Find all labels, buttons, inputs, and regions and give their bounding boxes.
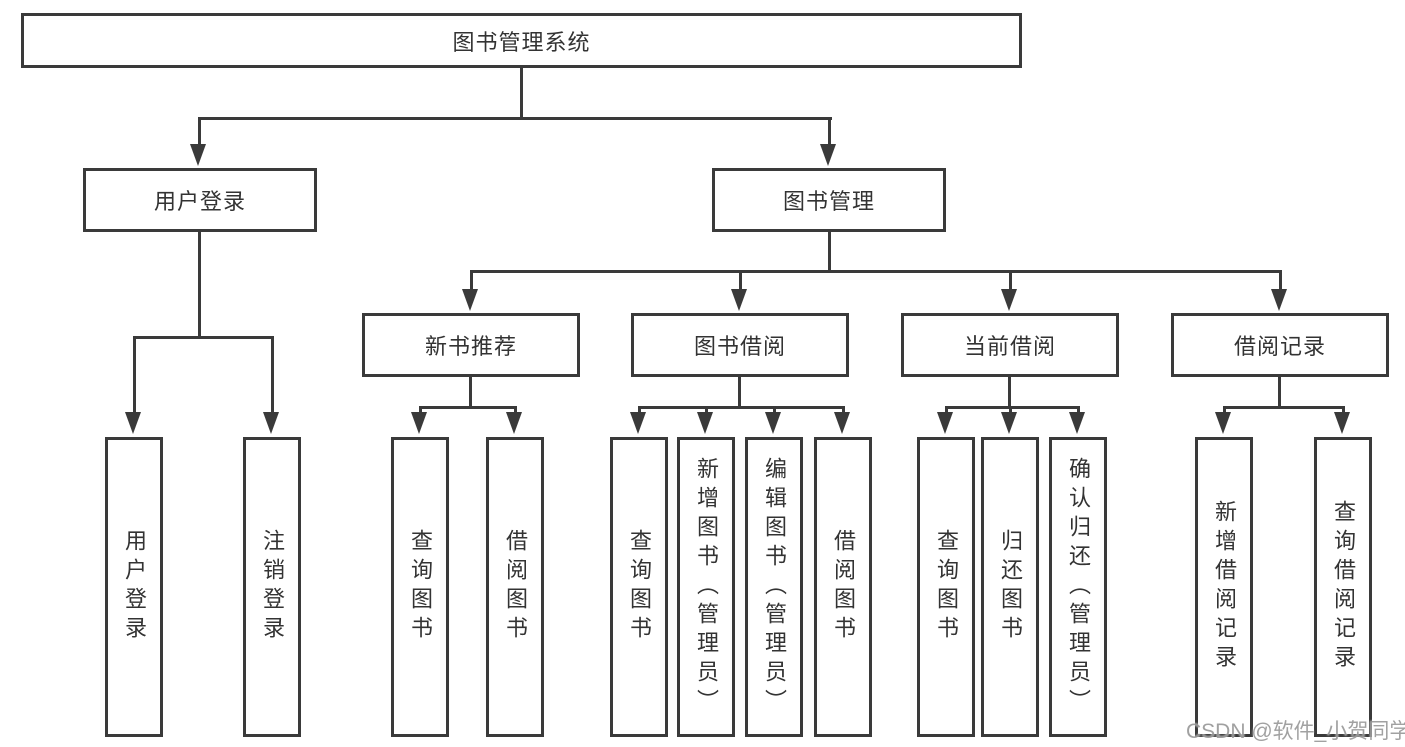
arrow-down-icon — [834, 412, 850, 434]
connector-line — [470, 270, 1281, 273]
leaf-user-login-label: 用户登录 — [122, 529, 147, 645]
arrow-down-icon — [630, 412, 646, 434]
arrow-down-icon — [190, 144, 206, 166]
leaf-logout: 注销登录 — [243, 437, 301, 737]
leaf-return-book-label: 归还图书 — [998, 529, 1023, 645]
connector-line — [133, 336, 136, 414]
connector-line — [1009, 270, 1012, 291]
node-book-management: 图书管理 — [712, 168, 946, 232]
connector-line — [1279, 270, 1282, 291]
node-user-login: 用户登录 — [83, 168, 317, 232]
arrow-down-icon — [697, 412, 713, 434]
arrow-down-icon — [731, 289, 747, 311]
node-user-login-label: 用户登录 — [153, 189, 246, 214]
connector-line — [419, 406, 422, 414]
leaf-confirm-return-admin: 确认归还（管理员） — [1049, 437, 1107, 737]
node-new-book-recommend: 新书推荐 — [362, 313, 580, 377]
arrow-down-icon — [765, 412, 781, 434]
arrow-down-icon — [937, 412, 953, 434]
arrow-down-icon — [1001, 289, 1017, 311]
arrow-down-icon — [820, 144, 836, 166]
leaf-edit-book-admin-label: 编辑图书（管理员） — [762, 456, 787, 718]
connector-line — [638, 406, 845, 409]
leaf-current-query-book-label: 查询图书 — [934, 529, 959, 645]
arrow-down-icon — [263, 412, 279, 434]
leaf-borrowing-query-book: 查询图书 — [610, 437, 668, 737]
leaf-recommend-borrow-book-label: 借阅图书 — [503, 529, 528, 645]
connector-line — [705, 406, 708, 414]
node-current-borrowing: 当前借阅 — [901, 313, 1119, 377]
connector-line — [419, 406, 517, 409]
connector-line — [1009, 406, 1012, 414]
connector-line — [514, 406, 517, 414]
leaf-current-query-book: 查询图书 — [917, 437, 975, 737]
leaf-edit-book-admin: 编辑图书（管理员） — [745, 437, 803, 737]
node-library-system-label: 图书管理系统 — [452, 29, 591, 55]
connector-line — [1342, 406, 1345, 414]
node-new-book-recommend-label: 新书推荐 — [424, 334, 517, 359]
node-borrowing-records: 借阅记录 — [1171, 313, 1389, 377]
arrow-down-icon — [462, 289, 478, 311]
connector-line — [738, 377, 741, 409]
connector-line — [1077, 406, 1080, 414]
node-book-borrowing-label: 图书借阅 — [693, 334, 786, 359]
leaf-add-borrow-record: 新增借阅记录 — [1195, 437, 1253, 737]
connector-line — [828, 232, 831, 273]
leaf-recommend-query-book-label: 查询图书 — [408, 529, 433, 645]
node-book-management-label: 图书管理 — [782, 189, 875, 214]
connector-line — [470, 270, 473, 291]
leaf-recommend-query-book: 查询图书 — [391, 437, 449, 737]
connector-line — [198, 117, 832, 120]
leaf-recommend-borrow-book: 借阅图书 — [486, 437, 544, 737]
connector-line — [469, 377, 472, 409]
connector-line — [1223, 406, 1345, 409]
leaf-add-book-admin-label: 新增图书（管理员） — [694, 456, 719, 718]
connector-line — [828, 117, 831, 146]
leaf-borrowing-query-book-label: 查询图书 — [627, 529, 652, 645]
arrow-down-icon — [1069, 412, 1085, 434]
connector-line — [842, 406, 845, 414]
csdn-watermark: CSDN @软件_小贺同学 — [1186, 720, 1405, 743]
connector-line — [1008, 377, 1011, 409]
connector-line — [271, 336, 274, 414]
connector-line — [945, 406, 1080, 409]
connector-line — [520, 68, 523, 120]
connector-line — [198, 117, 201, 146]
connector-line — [773, 406, 776, 414]
connector-line — [638, 406, 641, 414]
arrow-down-icon — [1215, 412, 1231, 434]
leaf-confirm-return-admin-label: 确认归还（管理员） — [1066, 456, 1091, 718]
arrow-down-icon — [506, 412, 522, 434]
leaf-logout-label: 注销登录 — [260, 529, 285, 645]
arrow-down-icon — [125, 412, 141, 434]
arrow-down-icon — [411, 412, 427, 434]
arrow-down-icon — [1001, 412, 1017, 434]
node-library-system: 图书管理系统 — [21, 13, 1022, 68]
leaf-add-book-admin: 新增图书（管理员） — [677, 437, 735, 737]
leaf-borrowing-borrow-book-label: 借阅图书 — [831, 529, 856, 645]
leaf-add-borrow-record-label: 新增借阅记录 — [1212, 500, 1237, 674]
leaf-query-borrow-record: 查询借阅记录 — [1314, 437, 1372, 737]
leaf-user-login: 用户登录 — [105, 437, 163, 737]
connector-line — [945, 406, 948, 414]
node-current-borrowing-label: 当前借阅 — [963, 334, 1056, 359]
leaf-query-borrow-record-label: 查询借阅记录 — [1331, 500, 1356, 674]
node-book-borrowing: 图书借阅 — [631, 313, 849, 377]
connector-line — [1223, 406, 1226, 414]
node-borrowing-records-label: 借阅记录 — [1233, 334, 1326, 359]
connector-line — [198, 232, 201, 339]
leaf-return-book: 归还图书 — [981, 437, 1039, 737]
arrow-down-icon — [1334, 412, 1350, 434]
connector-line — [1278, 377, 1281, 409]
leaf-borrowing-borrow-book: 借阅图书 — [814, 437, 872, 737]
arrow-down-icon — [1271, 289, 1287, 311]
connector-line — [133, 336, 274, 339]
connector-line — [739, 270, 742, 291]
